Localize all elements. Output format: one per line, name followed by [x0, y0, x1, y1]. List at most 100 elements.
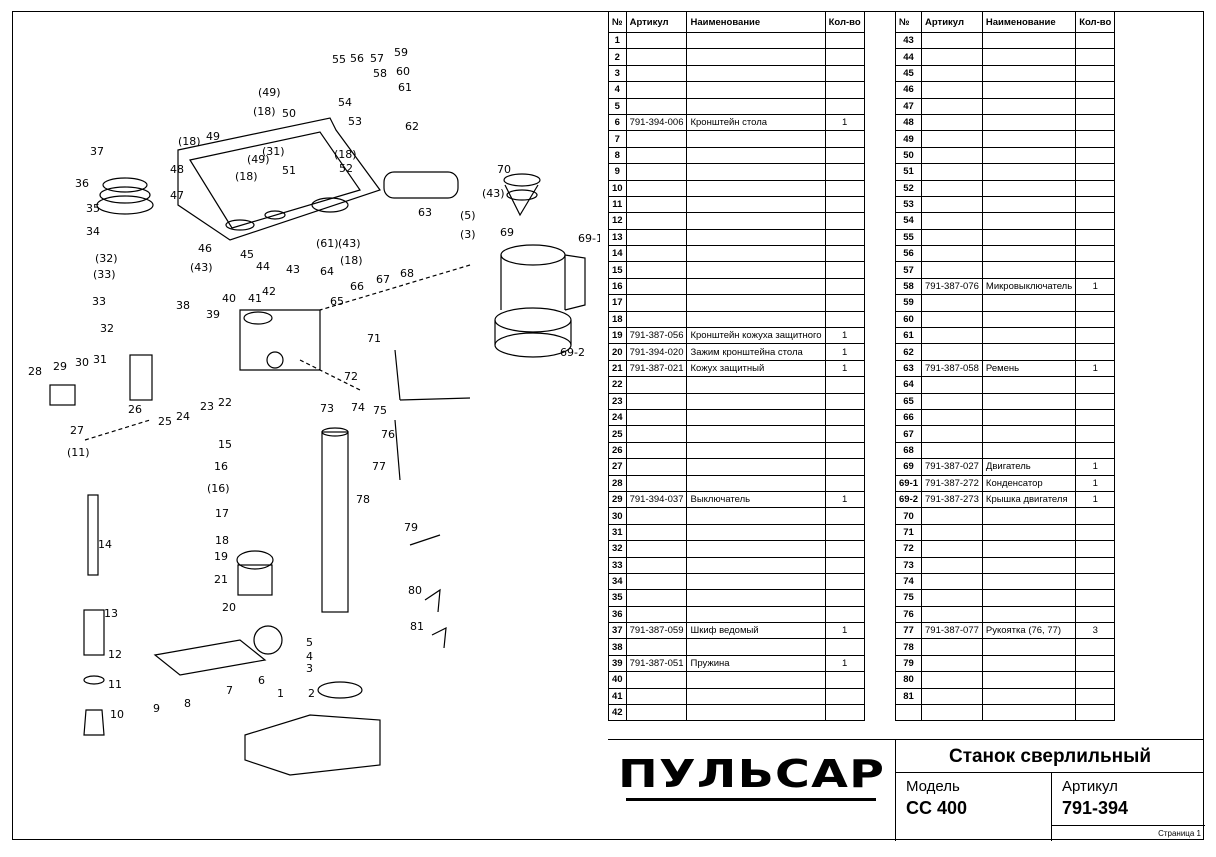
- part-number: 4: [608, 81, 627, 99]
- part-callout: 61: [398, 81, 412, 94]
- part-number: 55: [894, 228, 923, 247]
- part-name: Шкиф ведомый: [686, 622, 826, 640]
- part-name: [686, 507, 826, 525]
- part-number: 24: [608, 408, 627, 427]
- header-name: Наименование: [686, 11, 826, 33]
- table-row: 51: [894, 163, 1116, 181]
- part-number: 23: [608, 392, 627, 410]
- part-article: [625, 81, 688, 99]
- part-number: 1: [608, 31, 627, 50]
- part-number: 29: [608, 490, 627, 509]
- part-name: [686, 228, 826, 247]
- part-name: [686, 212, 826, 230]
- part-qty: [824, 31, 865, 50]
- part-number: 52: [894, 179, 923, 197]
- part-name: [686, 458, 826, 476]
- part-article: 791-387-273: [921, 490, 983, 509]
- part-name: [686, 572, 826, 591]
- part-qty: 1: [824, 622, 865, 640]
- part-callout: 53: [348, 115, 362, 128]
- part-article: 791-387-059: [625, 622, 688, 640]
- table-row: 46: [894, 81, 1116, 99]
- part-number: 74: [894, 572, 923, 591]
- part-callout: 78: [356, 493, 370, 506]
- part-name: [981, 31, 1077, 50]
- part-article: [625, 376, 688, 394]
- table-row: 60: [894, 310, 1116, 329]
- part-qty: 1: [824, 490, 865, 509]
- part-article: [625, 48, 688, 66]
- table-row: 55: [894, 228, 1116, 247]
- part-callout: 4: [306, 650, 313, 663]
- part-article: [625, 704, 688, 722]
- part-name: [981, 638, 1077, 656]
- table-row: 74: [894, 572, 1116, 591]
- part-number: 70: [894, 507, 923, 525]
- part-name: [686, 81, 826, 99]
- part-callout: 37: [90, 145, 104, 158]
- part-article: 791-387-027: [921, 458, 983, 476]
- part-number: 62: [894, 343, 923, 361]
- part-qty: [824, 294, 865, 312]
- part-qty: [824, 507, 865, 525]
- part-qty: [1075, 425, 1116, 443]
- part-callout: 15: [218, 438, 232, 451]
- model-value: CC 400: [906, 798, 968, 818]
- table-row: 4: [608, 81, 865, 99]
- part-article: [625, 31, 688, 50]
- part-callout: 55: [332, 53, 346, 66]
- table-row: 10: [608, 179, 865, 197]
- part-number: 59: [894, 294, 923, 312]
- model-label: Модель: [906, 778, 960, 795]
- part-number: 48: [894, 113, 923, 132]
- part-article: [625, 163, 688, 181]
- part-name: [686, 408, 826, 427]
- part-article: [625, 556, 688, 574]
- part-qty: [1075, 687, 1116, 706]
- part-callout: 69: [500, 226, 514, 239]
- part-qty: [1075, 146, 1116, 165]
- part-number: 77: [894, 622, 923, 640]
- part-number: 66: [894, 408, 923, 427]
- part-name: [981, 654, 1077, 673]
- part-article: [921, 392, 983, 410]
- part-callout: 8: [184, 697, 191, 710]
- part-qty: [824, 458, 865, 476]
- part-callout: 46: [198, 242, 212, 255]
- part-name: [686, 310, 826, 329]
- table-row: 2: [608, 48, 865, 66]
- part-name: [981, 81, 1077, 99]
- part-qty: [824, 212, 865, 230]
- part-number: 56: [894, 245, 923, 263]
- part-number: 44: [894, 48, 923, 66]
- table-row: 73: [894, 556, 1116, 574]
- drawing-frame: [12, 11, 1204, 840]
- part-article: 791-387-058: [921, 359, 983, 378]
- part-callout: (49): [247, 153, 270, 166]
- table-row: 68: [894, 441, 1116, 460]
- part-callout: (18): [340, 254, 363, 267]
- part-qty: [1075, 48, 1116, 66]
- table-header: № Артикул Наименование Кол-во: [608, 11, 865, 33]
- part-qty: [824, 441, 865, 460]
- part-callout: 59: [394, 46, 408, 59]
- part-number: 61: [894, 327, 923, 345]
- table-row: 9: [608, 163, 865, 181]
- part-number: 30: [608, 507, 627, 525]
- header-num: №: [894, 11, 923, 33]
- part-name: [686, 261, 826, 279]
- part-name: [981, 245, 1077, 263]
- part-callout: 68: [400, 267, 414, 280]
- table-row: 45: [894, 64, 1116, 83]
- part-callout: 71: [367, 332, 381, 345]
- part-qty: [824, 261, 865, 279]
- part-name: [981, 343, 1077, 361]
- part-name: [981, 97, 1077, 115]
- part-article: 791-387-077: [921, 622, 983, 640]
- part-number: 46: [894, 81, 923, 99]
- part-article: [625, 294, 688, 312]
- part-article: 791-387-272: [921, 474, 983, 492]
- part-name: [981, 195, 1077, 214]
- part-qty: [1075, 589, 1116, 607]
- part-name: [981, 605, 1077, 624]
